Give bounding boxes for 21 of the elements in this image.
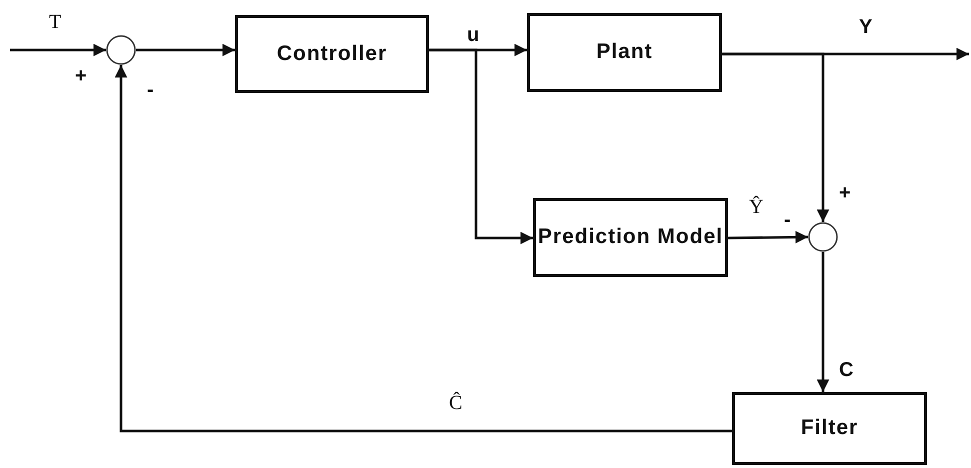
arrow: [136, 44, 235, 56]
sign-label: -: [783, 210, 792, 230]
block-label: Plant: [596, 41, 653, 64]
arrow: [728, 230, 808, 244]
arrow: [816, 252, 830, 392]
block-label: Prediction Model: [538, 226, 724, 249]
arrow: [429, 48, 533, 244]
summing-junction: [106, 35, 136, 65]
block-label: Controller: [276, 42, 388, 66]
process-box: [527, 13, 722, 92]
arrow: [10, 44, 106, 56]
summing-junction: [808, 222, 838, 252]
arrow: [114, 65, 732, 432]
sign-label: -: [146, 80, 155, 100]
process-box: [732, 392, 927, 465]
sign-label: +: [74, 66, 88, 86]
sign-label: +: [838, 183, 852, 203]
process-box: [533, 198, 728, 277]
arrow: [722, 52, 830, 222]
process-box: [235, 15, 429, 93]
block-label: Filter: [800, 417, 858, 440]
